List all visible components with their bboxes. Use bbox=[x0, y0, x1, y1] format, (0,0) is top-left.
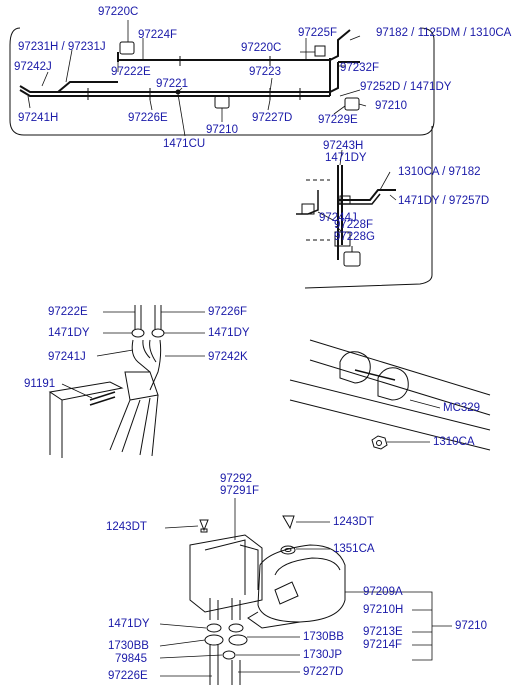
part-label-97242j: 97242J bbox=[14, 61, 52, 73]
hose-joint-view bbox=[50, 305, 205, 458]
part-label-97226e: 97226E bbox=[128, 112, 168, 124]
part-label-97224f: 97224F bbox=[138, 29, 178, 41]
part-label-97228g: 97228G bbox=[334, 231, 375, 243]
part-label-1471dy-detail: 1471DY bbox=[325, 152, 367, 164]
part-label-1243dt-left: 1243DT bbox=[106, 521, 147, 533]
part-label-97213e: 97213E bbox=[363, 626, 403, 638]
part-label-97228f: 97228F bbox=[334, 219, 374, 231]
part-label-97209a: 97209A bbox=[363, 586, 403, 598]
part-label-97252d-1471dy: 97252D / 1471DY bbox=[360, 81, 452, 93]
part-label-97210h: 97210H bbox=[363, 604, 404, 616]
top-leader-lines bbox=[28, 20, 366, 136]
part-label-97243h: 97243H bbox=[323, 140, 364, 152]
detail-view bbox=[296, 150, 396, 266]
part-label-97210-b: 97210 bbox=[206, 124, 238, 136]
part-label-97227d-canister: 97227D bbox=[303, 666, 344, 678]
part-label-1730jp: 1730JP bbox=[303, 649, 343, 661]
part-label-91191: 91191 bbox=[24, 378, 56, 390]
part-label-1471dy-hose-right: 1471DY bbox=[208, 327, 250, 339]
part-label-1310ca: 1310CA bbox=[433, 436, 475, 448]
part-label-97222e-hose: 97222E bbox=[48, 306, 88, 318]
part-label-97229e: 97229E bbox=[318, 114, 358, 126]
part-label-97227d: 97227D bbox=[252, 112, 293, 124]
part-label-97221: 97221 bbox=[156, 78, 188, 90]
part-label-97214f: 97214F bbox=[363, 639, 403, 651]
part-label-1243dt-right: 1243DT bbox=[333, 516, 374, 528]
part-label-97182-group: 97182 / 1125DM / 1310CA bbox=[376, 27, 512, 39]
canister-view bbox=[160, 498, 452, 685]
part-label-97292: 97292 bbox=[220, 473, 252, 485]
main-hose-lines bbox=[20, 30, 360, 96]
part-label-97241j: 97241J bbox=[48, 351, 86, 363]
part-label-97231h-97231j: 97231H / 97231J bbox=[18, 41, 106, 53]
part-label-97241h: 97241H bbox=[18, 112, 59, 124]
part-label-1471dy-hose-left: 1471DY bbox=[48, 327, 90, 339]
part-label-97232f: 97232F bbox=[340, 62, 380, 74]
part-label-1310ca-97182: 1310CA / 97182 bbox=[398, 166, 481, 178]
part-label-1730bb-left: 1730BB bbox=[108, 640, 149, 652]
part-label-1471cu: 1471CU bbox=[163, 138, 206, 150]
part-label-97210-canister: 97210 bbox=[455, 620, 487, 632]
part-label-97225f: 97225F bbox=[298, 27, 338, 39]
part-label-mc329: MC329 bbox=[443, 402, 481, 414]
part-label-97226e-canister: 97226E bbox=[108, 670, 148, 682]
part-label-97242k: 97242K bbox=[208, 351, 248, 363]
part-label-97226f: 97226F bbox=[208, 306, 248, 318]
part-label-97222e: 97222E bbox=[111, 66, 151, 78]
part-label-97223: 97223 bbox=[249, 66, 281, 78]
part-label-1730bb-right: 1730BB bbox=[303, 631, 344, 643]
part-label-97291f: 97291F bbox=[220, 485, 260, 497]
part-label-97220c: 97220C bbox=[98, 6, 139, 18]
part-label-1471dy-canister: 1471DY bbox=[108, 618, 150, 630]
part-label-97210-a: 97210 bbox=[375, 100, 407, 112]
part-label-1471dy-97257d: 1471DY / 97257D bbox=[398, 195, 490, 207]
vehicle-body-outline bbox=[10, 28, 434, 288]
part-label-97220c-b: 97220C bbox=[241, 42, 282, 54]
part-label-97244j: 97244J bbox=[319, 212, 357, 224]
part-label-79845: 79845 bbox=[115, 653, 147, 665]
pipe-clip-view bbox=[290, 340, 490, 450]
part-label-1351ca: 1351CA bbox=[333, 543, 375, 555]
